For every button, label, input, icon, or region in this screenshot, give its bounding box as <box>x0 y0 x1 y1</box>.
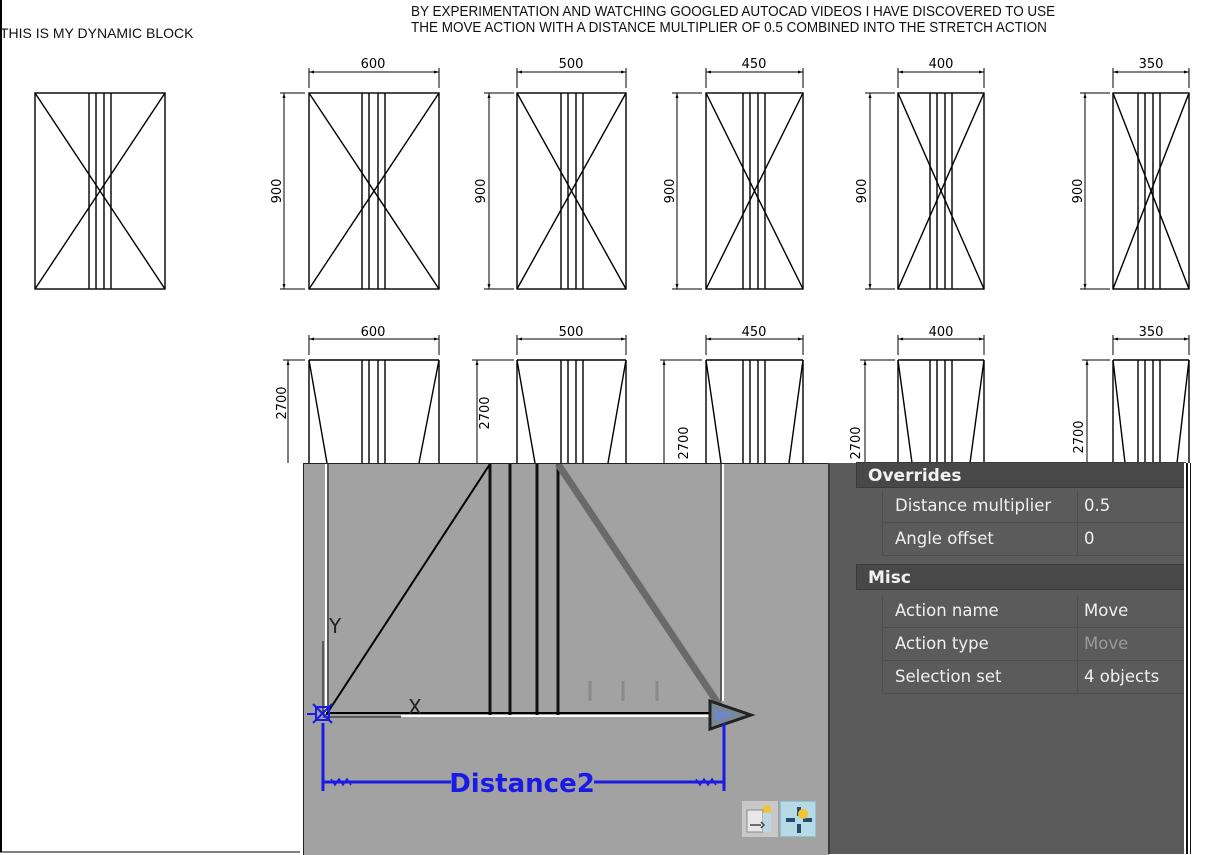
block-editor-viewport[interactable]: Y X Distance2 <box>303 463 829 855</box>
stretch-arrow-grip[interactable] <box>708 698 756 732</box>
block-450x2700[interactable] <box>660 335 804 464</box>
stretch-action-icon <box>746 805 771 833</box>
caption-dynamic-block: THIS IS MY DYNAMIC BLOCK <box>0 25 194 41</box>
dim-width-label: 500 <box>559 57 584 72</box>
dim-width-label: 600 <box>361 325 386 340</box>
dim-width-label: 400 <box>929 57 954 72</box>
property-row-distance-multiplier[interactable]: Distance multiplier 0.5 <box>882 490 1186 523</box>
dim-width-label: 450 <box>742 325 767 340</box>
block-350x2700[interactable] <box>1082 335 1190 464</box>
section-title: Misc <box>868 568 911 588</box>
property-row-action-type[interactable]: Action type Move <box>882 628 1186 661</box>
property-value[interactable]: Move <box>1084 601 1129 620</box>
block-400x900[interactable] <box>865 68 985 290</box>
properties-panel[interactable]: Overrides Distance multiplier 0.5 Angle … <box>828 462 1186 854</box>
property-value: Move <box>1084 634 1129 653</box>
move-action-button[interactable] <box>780 801 816 837</box>
property-row-selection-set[interactable]: Selection set 4 objects <box>882 661 1186 694</box>
dim-height-label: 2700 <box>849 426 864 459</box>
section-title: Overrides <box>868 466 962 486</box>
block-600x900[interactable] <box>280 68 440 290</box>
property-row-angle-offset[interactable]: Angle offset 0 <box>882 523 1186 556</box>
distance-parameter[interactable] <box>321 723 726 791</box>
ucs-icon: Y X <box>322 614 422 719</box>
dim-height-label: 2700 <box>677 426 692 459</box>
property-key: Angle offset <box>895 529 994 548</box>
property-key: Action type <box>895 634 989 653</box>
base-point-grip[interactable] <box>307 703 333 724</box>
property-row-action-name[interactable]: Action name Move <box>882 595 1186 628</box>
dim-height-label: 900 <box>474 179 489 204</box>
action-bar-button-1[interactable] <box>742 801 778 837</box>
block-600x2700[interactable] <box>283 335 440 464</box>
dim-height-label: 2700 <box>1072 420 1087 453</box>
dim-width-label: 500 <box>559 325 584 340</box>
dim-height-label: 900 <box>1071 179 1086 204</box>
property-key: Action name <box>895 601 999 620</box>
block-450x900[interactable] <box>672 68 804 290</box>
section-overrides[interactable]: Overrides <box>856 462 1186 488</box>
caption-line-2: THE MOVE ACTION WITH A DISTANCE MULTIPLI… <box>411 20 1047 36</box>
block-350x900[interactable] <box>1080 68 1190 290</box>
property-value[interactable]: 0.5 <box>1084 496 1111 515</box>
block-500x2700[interactable] <box>472 335 627 464</box>
ucs-y-label: Y <box>328 614 342 638</box>
dim-width-label: 400 <box>929 325 954 340</box>
ucs-x-label: X <box>408 695 422 719</box>
dim-width-label: 350 <box>1139 57 1164 72</box>
section-misc[interactable]: Misc <box>856 564 1186 590</box>
dim-height-label: 900 <box>663 179 678 204</box>
property-value[interactable]: 0 <box>1084 529 1095 548</box>
property-key: Selection set <box>895 667 1002 686</box>
dim-height-label: 900 <box>270 179 285 204</box>
dim-height-label: 2700 <box>478 396 493 429</box>
property-value[interactable]: 4 objects <box>1084 667 1160 686</box>
block-400x2700[interactable] <box>860 335 985 464</box>
distance-parameter-label: Distance2 <box>449 769 595 799</box>
caption-line-1: BY EXPERIMENTATION AND WATCHING GOOGLED … <box>411 4 1056 20</box>
dim-height-label: 900 <box>855 179 870 204</box>
dim-width-label: 600 <box>361 57 386 72</box>
property-key: Distance multiplier <box>895 496 1052 515</box>
move-action-icon <box>786 807 812 833</box>
dim-width-label: 350 <box>1139 325 1164 340</box>
block-500x900[interactable] <box>484 68 627 290</box>
dim-width-label: 450 <box>742 57 767 72</box>
caption-explanation: BY EXPERIMENTATION AND WATCHING GOOGLED … <box>411 4 1055 36</box>
dim-height-label: 2700 <box>275 386 290 419</box>
original-dynamic-block[interactable] <box>34 92 166 290</box>
panel-right-edge <box>1184 463 1214 854</box>
